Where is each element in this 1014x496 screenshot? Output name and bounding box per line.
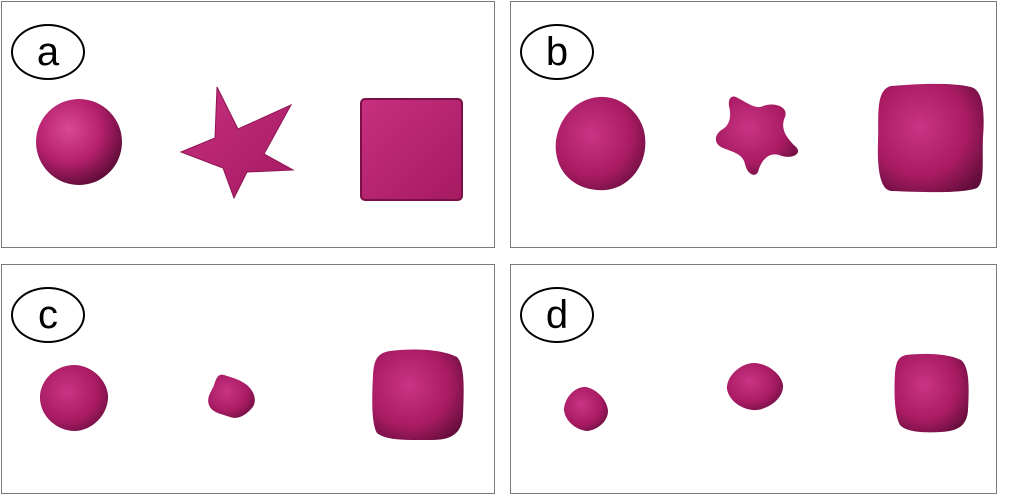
cube-icon [360, 98, 463, 201]
sphere-icon [555, 96, 646, 191]
panel-label: c [11, 287, 85, 343]
shapes-group [555, 83, 984, 193]
sphere-icon [39, 365, 109, 431]
panel-label: d [520, 287, 594, 343]
shapes-group [564, 353, 969, 433]
panel-label: b [520, 24, 594, 80]
shapes-group [36, 86, 463, 201]
sphere-icon [36, 99, 122, 185]
star-icon [726, 363, 784, 411]
cube-icon [372, 349, 464, 441]
star-icon [179, 86, 295, 200]
star-icon [208, 374, 255, 418]
panel-label: a [11, 24, 85, 80]
panel-a: a [1, 1, 495, 248]
panel-d: d [510, 264, 997, 494]
sphere-icon [564, 386, 608, 431]
panel-b: b [510, 1, 997, 248]
panel-c: c [1, 264, 495, 494]
cube-icon [877, 83, 984, 193]
shapes-group [39, 349, 464, 441]
star-icon [715, 96, 799, 175]
cube-icon [894, 353, 969, 433]
